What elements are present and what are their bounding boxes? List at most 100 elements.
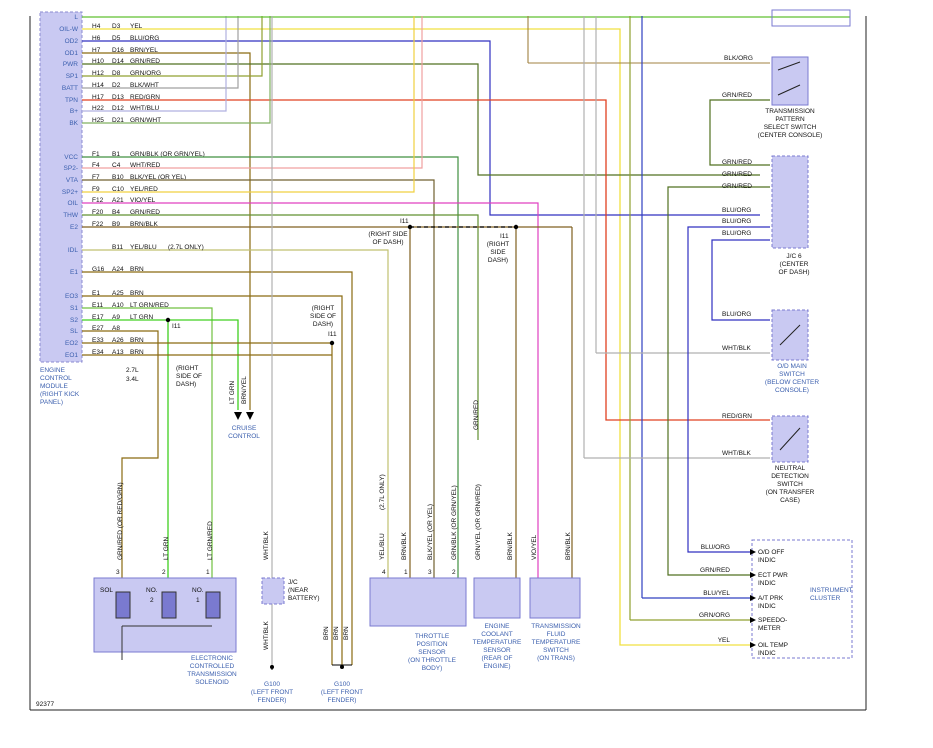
pin-wire-color: GRN/RED: [130, 58, 160, 65]
tps-pin: 4: [382, 569, 386, 576]
rw-wht-blk-2: WHT/BLK: [722, 450, 752, 457]
wire-grn-red-sol: [82, 330, 159, 578]
wire-yel-blu: [82, 249, 389, 578]
jc6-caption: OF DASH): [778, 269, 809, 276]
ecm-label-od2: OD2: [65, 38, 79, 45]
cluster-indicator: METER: [758, 625, 781, 632]
ground-label-1: G100: [264, 681, 280, 688]
g2-wire: BRN: [333, 626, 340, 640]
pin-h: E17: [92, 314, 104, 321]
cluster-wire: BLU/ORG: [701, 544, 730, 551]
pin-h: E33: [92, 337, 104, 344]
ect-wire-top: GRN/RED: [473, 400, 480, 430]
cluster-indicator: O/D OFF: [758, 549, 784, 556]
ect-label: COOLANT: [481, 631, 512, 638]
splice-loc-c: DASH): [176, 381, 196, 388]
pin-h: H10: [92, 58, 104, 65]
ecm-label-idl: IDL: [68, 247, 79, 254]
ecm-label-sp1: SP1: [66, 73, 79, 80]
rw-blu-org-3: BLU/ORG: [722, 230, 751, 237]
jc-battery-label: J/C: [288, 579, 298, 586]
od-main-caption: SWITCH: [779, 371, 805, 378]
pin-d: D16: [112, 47, 124, 54]
rw-grn-red-2: GRN/RED: [722, 159, 752, 166]
pin-wire-color: RED/GRN: [130, 94, 160, 101]
neutral-switch: [771, 415, 809, 463]
splice-i11-d: I11: [328, 331, 337, 338]
wire-yel: [82, 28, 750, 646]
top-connector: [771, 9, 851, 27]
ecm-label-sl: SL: [70, 328, 78, 335]
pin-h: H22: [92, 105, 104, 112]
tps-label: SENSOR: [418, 649, 446, 656]
rw-blu-org-1: BLU/ORG: [722, 207, 751, 214]
ecm-label-batt: BATT: [62, 85, 78, 92]
wire-blu-org-3: [711, 239, 770, 321]
cluster-indicator: INDIC: [758, 580, 776, 587]
pin-wire-color: BRN/YEL: [130, 47, 158, 54]
pin-h: H25: [92, 117, 104, 124]
g2-wire: BRN: [323, 626, 330, 640]
tps-pin: 3: [428, 569, 432, 576]
cluster-indicator: SPEEDO-: [758, 617, 787, 624]
wire-grn-org: [82, 16, 263, 77]
pin-wire-color: LT GRN: [130, 314, 154, 321]
pin-h: F20: [92, 209, 104, 216]
jc-wire-bot: WHT/BLK: [263, 620, 270, 650]
tps-label: POSITION: [416, 641, 447, 648]
cluster-wire: GRN/ORG: [699, 612, 730, 619]
pin-wire-color: YEL: [130, 23, 143, 30]
sol-name: NO.: [192, 587, 204, 594]
pin-wire-color: WHT/BLU: [130, 105, 160, 112]
rw-grn-red-4: GRN/RED: [722, 183, 752, 190]
splice-loc-b: (RIGHT: [487, 241, 509, 248]
cluster-wire: BLU/YEL: [703, 590, 730, 597]
pin-h: H6: [92, 35, 101, 42]
rw-blu-org-2: BLU/ORG: [722, 218, 751, 225]
pin-h: E11: [92, 302, 103, 309]
wire-brn-yel: [82, 52, 251, 410]
solenoid-caption: CONTROLLED: [190, 663, 235, 670]
tps-wire-2: GRN/BLK (OR GRN/YEL): [451, 485, 458, 560]
ground-label-2: FENDER): [328, 697, 357, 704]
jc6-block: [771, 155, 809, 249]
ecm-block: [39, 11, 83, 363]
pin-h: G16: [92, 266, 105, 273]
rw-grn-red-1: GRN/RED: [722, 92, 752, 99]
sol-num: 2: [150, 597, 154, 604]
wire-grn-red-4: [82, 214, 479, 440]
pin-d: D2: [112, 82, 121, 89]
rw-blk-org: BLK/ORG: [724, 55, 753, 62]
od-main-caption: CONSOLE): [775, 387, 809, 394]
pin-h: H12: [92, 70, 104, 77]
pin-d: A10: [112, 302, 124, 309]
splice-loc-d: (RIGHT: [312, 305, 334, 312]
cluster-arrow: [750, 617, 756, 623]
pin-h: F1: [92, 151, 100, 158]
tps-pin: 1: [404, 569, 408, 576]
jc-wire-top: WHT/BLK: [263, 530, 270, 560]
pin-d: C4: [112, 162, 121, 169]
solenoid-caption: TRANSMISSION: [187, 671, 237, 678]
ecm-label-s1: S1: [70, 305, 78, 312]
pin-h: H4: [92, 23, 101, 30]
cruise-wire-2: BRN/YEL: [241, 376, 248, 404]
solenoid-coil-1: [205, 591, 221, 619]
pin-wire-color: BLU/ORG: [130, 35, 159, 42]
pin-wire-color: BRN/BLK: [130, 221, 158, 228]
cluster-indicator: INDIC: [758, 603, 776, 610]
wire-yel-red: [82, 16, 415, 193]
cruise-label: CONTROL: [228, 433, 260, 440]
figure-id: 92377: [36, 701, 54, 708]
ect-label: ENGINE: [485, 623, 511, 630]
tft-wire-1: VIO/YEL: [531, 534, 538, 560]
cluster-arrows: [750, 549, 756, 648]
ect-label: ENGINE): [483, 663, 510, 670]
engine-27: 2.7L: [126, 367, 139, 374]
wire-grn-wht: [82, 16, 271, 124]
ground-label-2: G100: [334, 681, 350, 688]
ground-label-2: (LEFT FRONT: [321, 689, 363, 696]
sol-pin: 3: [116, 569, 120, 576]
pin-wire-color: LT GRN/RED: [130, 302, 169, 309]
pin-d: B4: [112, 209, 120, 216]
